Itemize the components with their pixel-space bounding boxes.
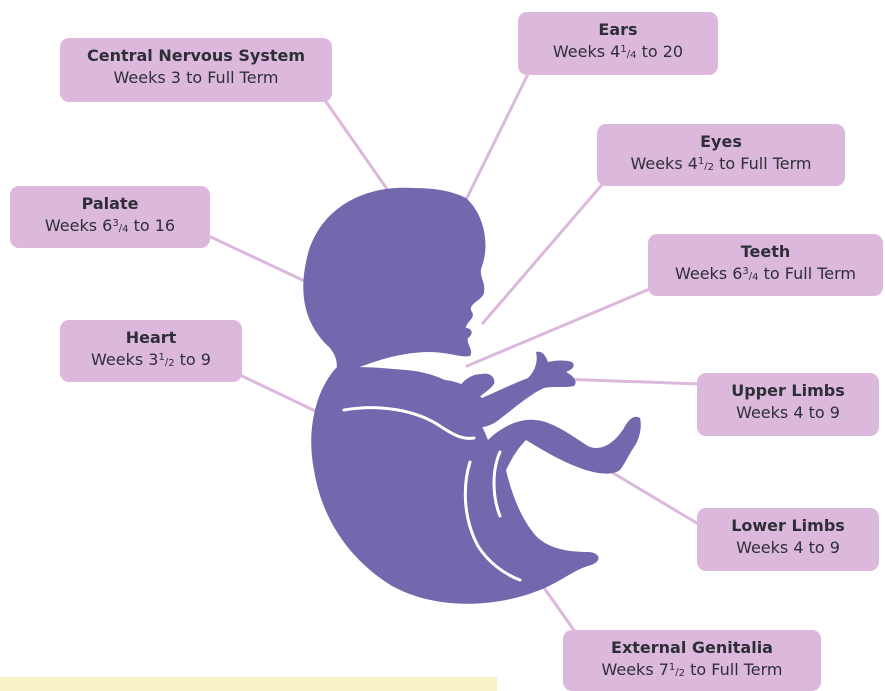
callout-title: Central Nervous System <box>60 45 332 67</box>
fraction: 3/4 <box>742 266 758 283</box>
callout-weeks: Weeks 31/2 to 9 <box>60 349 242 374</box>
callout-lower-limbs: Lower Limbs Weeks 4 to 9 <box>697 508 879 571</box>
callout-title: Lower Limbs <box>697 515 879 537</box>
callout-upper-limbs: Upper Limbs Weeks 4 to 9 <box>697 373 879 436</box>
fetus-head <box>303 188 485 372</box>
callout-weeks: Weeks 4 to 9 <box>697 402 879 424</box>
fraction: 1/2 <box>158 352 174 369</box>
fraction: 1/2 <box>669 662 685 679</box>
callout-title: Ears <box>518 19 718 41</box>
callout-weeks: Weeks 3 to Full Term <box>60 67 332 89</box>
callout-title: Upper Limbs <box>697 380 879 402</box>
fetus-arm <box>432 352 576 428</box>
callout-heart: Heart Weeks 31/2 to 9 <box>60 320 242 382</box>
callout-weeks: Weeks 63/4 to Full Term <box>648 263 883 288</box>
connector-lower-limbs <box>608 470 700 525</box>
fraction: 3/4 <box>112 218 128 235</box>
callout-palate: Palate Weeks 63/4 to 16 <box>10 186 210 248</box>
callout-teeth: Teeth Weeks 63/4 to Full Term <box>648 234 883 296</box>
callout-ears: Ears Weeks 41/4 to 20 <box>518 12 718 75</box>
callout-weeks: Weeks 71/2 to Full Term <box>563 659 821 684</box>
callout-external-genitalia: External Genitalia Weeks 71/2 to Full Te… <box>563 630 821 691</box>
bottom-strip <box>0 677 497 691</box>
fetus-silhouette <box>303 188 641 604</box>
fraction: 1/4 <box>620 44 636 61</box>
callout-title: External Genitalia <box>563 637 821 659</box>
callout-title: Palate <box>10 193 210 215</box>
callout-weeks: Weeks 63/4 to 16 <box>10 215 210 240</box>
connector-eyes <box>483 180 606 323</box>
callout-title: Eyes <box>597 131 845 153</box>
callout-weeks: Weeks 41/4 to 20 <box>518 41 718 66</box>
connector-teeth <box>467 288 652 366</box>
callout-eyes: Eyes Weeks 41/2 to Full Term <box>597 124 845 186</box>
fraction: 1/2 <box>698 156 714 173</box>
callout-weeks: Weeks 41/2 to Full Term <box>597 153 845 178</box>
connector-upper-limbs <box>560 379 700 384</box>
callout-title: Teeth <box>648 241 883 263</box>
callout-title: Heart <box>60 327 242 349</box>
callout-central-nervous-system: Central Nervous System Weeks 3 to Full T… <box>60 38 332 102</box>
callout-weeks: Weeks 4 to 9 <box>697 537 879 559</box>
